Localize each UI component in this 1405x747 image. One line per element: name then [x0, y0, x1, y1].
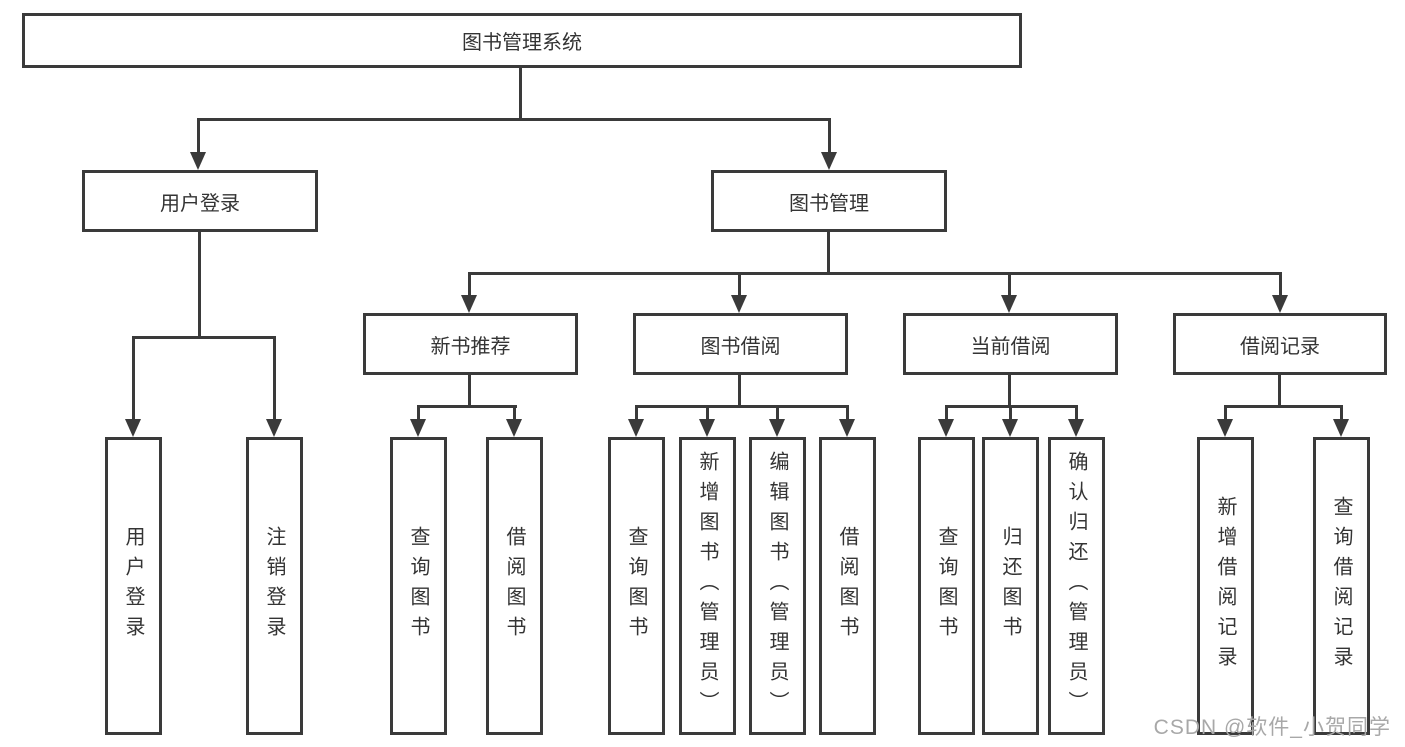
connector-line: [635, 405, 849, 408]
node-root: 图书管理系统: [22, 13, 1022, 68]
connector-line: [197, 118, 831, 121]
arrow-down-icon: [628, 419, 644, 437]
arrow-down-icon: [699, 419, 715, 437]
connector-line: [1340, 405, 1343, 419]
arrow-down-icon: [821, 152, 837, 170]
arrow-down-icon: [769, 419, 785, 437]
connector-line: [132, 336, 276, 339]
connector-line: [417, 405, 420, 419]
connector-line: [513, 405, 516, 419]
leaf-add-book-admin: 新增图书（管理员）: [679, 437, 736, 735]
arrow-down-icon: [731, 295, 747, 313]
connector-line: [1278, 375, 1281, 405]
node-book-management: 图书管理: [711, 170, 947, 232]
connector-line: [519, 68, 522, 118]
connector-line: [776, 405, 779, 419]
leaf-return-book: 归还图书: [982, 437, 1039, 735]
connector-line: [738, 375, 741, 405]
arrow-down-icon: [839, 419, 855, 437]
connector-line: [1009, 405, 1012, 419]
leaf-borrow-books-recommend: 借阅图书: [486, 437, 543, 735]
arrow-down-icon: [190, 152, 206, 170]
leaf-borrow-book: 借阅图书: [819, 437, 876, 735]
node-borrow-record: 借阅记录: [1173, 313, 1387, 375]
arrow-down-icon: [506, 419, 522, 437]
connector-line: [132, 336, 135, 419]
leaf-add-borrow-record: 新增借阅记录: [1197, 437, 1254, 735]
connector-line: [1279, 272, 1282, 296]
leaf-logout-login: 注销登录: [246, 437, 303, 735]
connector-line: [828, 118, 831, 154]
connector-line: [197, 118, 200, 154]
connector-line: [635, 405, 638, 419]
arrow-down-icon: [410, 419, 426, 437]
connector-line: [738, 272, 741, 296]
leaf-edit-book-admin: 编辑图书（管理员）: [749, 437, 806, 735]
connector-line: [1008, 272, 1011, 296]
connector-line: [468, 375, 471, 405]
connector-line: [468, 272, 471, 296]
connector-line: [273, 336, 276, 419]
leaf-query-books-recommend: 查询图书: [390, 437, 447, 735]
leaf-user-login: 用户登录: [105, 437, 162, 735]
node-book-borrow: 图书借阅: [633, 313, 848, 375]
node-current-borrow: 当前借阅: [903, 313, 1118, 375]
leaf-query-borrow-record: 查询借阅记录: [1313, 437, 1370, 735]
connector-line: [846, 405, 849, 419]
connector-line: [1008, 375, 1011, 405]
arrow-down-icon: [125, 419, 141, 437]
connector-line: [1075, 405, 1078, 419]
arrow-down-icon: [461, 295, 477, 313]
arrow-down-icon: [1001, 295, 1017, 313]
node-user-login: 用户登录: [82, 170, 318, 232]
node-new-book-recommend: 新书推荐: [363, 313, 578, 375]
arrow-down-icon: [938, 419, 954, 437]
arrow-down-icon: [1068, 419, 1084, 437]
connector-line: [827, 232, 830, 272]
connector-line: [468, 272, 1282, 275]
arrow-down-icon: [266, 419, 282, 437]
arrow-down-icon: [1333, 419, 1349, 437]
leaf-query-books-borrow: 查询图书: [608, 437, 665, 735]
arrow-down-icon: [1217, 419, 1233, 437]
connector-line: [198, 232, 201, 336]
connector-line: [1224, 405, 1227, 419]
connector-line: [706, 405, 709, 419]
leaf-confirm-return-admin: 确认归还（管理员）: [1048, 437, 1105, 735]
connector-line: [1224, 405, 1343, 408]
arrow-down-icon: [1272, 295, 1288, 313]
arrow-down-icon: [1002, 419, 1018, 437]
csdn-watermark: CSDN @软件_小贺同学: [1153, 716, 1391, 739]
connector-line: [417, 405, 517, 408]
connector-line: [945, 405, 948, 419]
leaf-query-books-current: 查询图书: [918, 437, 975, 735]
